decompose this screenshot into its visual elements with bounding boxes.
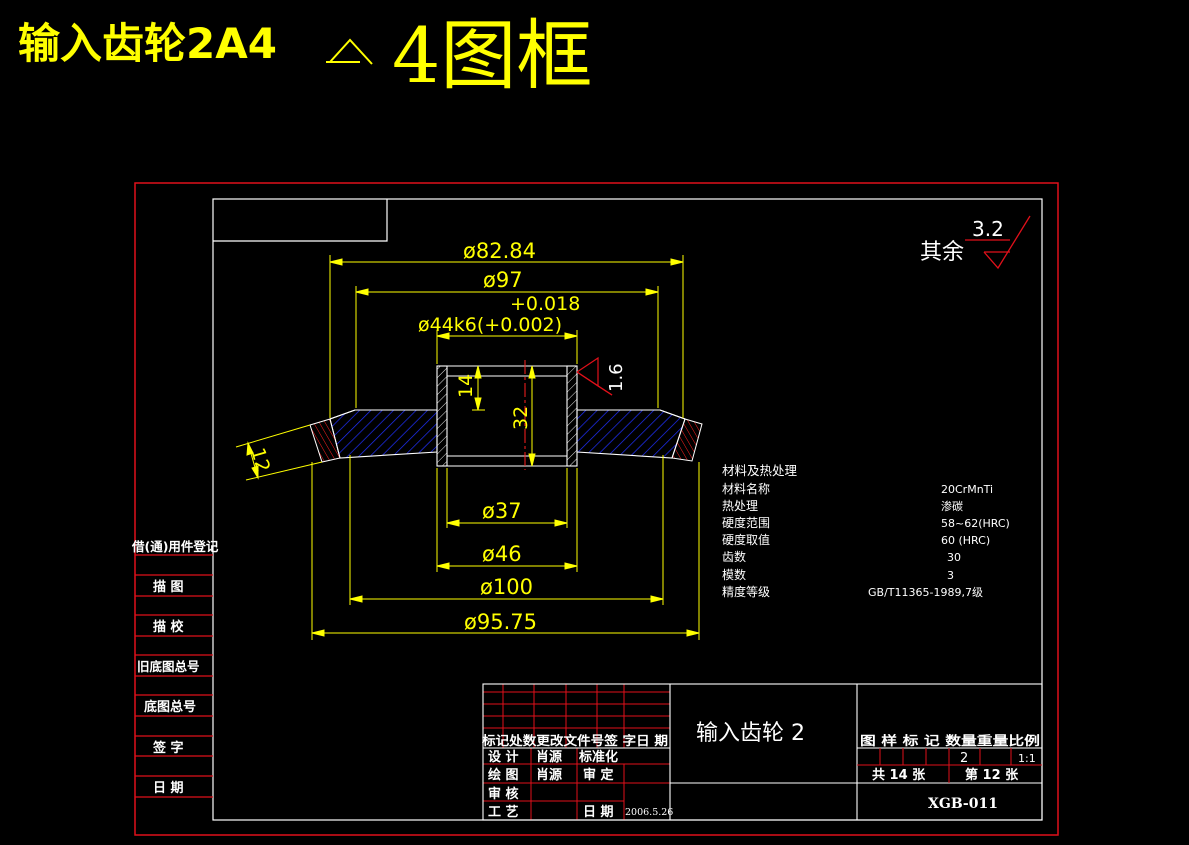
- side-item: 日 期: [153, 781, 184, 796]
- process-label: 工 艺: [488, 804, 519, 820]
- spec-value: 30: [947, 551, 961, 564]
- spec-table: 材料及热处理 材料名称 20CrMnTi 热处理 渗碳 硬度范围 58~62(H…: [722, 463, 1010, 599]
- spec-value: 3: [947, 569, 954, 582]
- dim-bore: ø44k6(+0.002): [418, 314, 562, 336]
- roughness-other-symbol: [965, 215, 1031, 270]
- roughness-other-value: 3.2: [972, 217, 1004, 241]
- dim-d37: ø37: [482, 499, 522, 523]
- spec-label: 齿数: [722, 549, 746, 564]
- spec-value: 20CrMnTi: [941, 483, 993, 496]
- gear-right-section: [576, 409, 686, 459]
- dim-d82: ø82.84: [463, 239, 536, 263]
- part-name: 输入齿轮 2: [696, 721, 805, 746]
- spec-value: GB/T11365-1989,7级: [868, 586, 983, 599]
- title-roughness-icon: [326, 38, 373, 65]
- dim-32: 32: [510, 406, 532, 430]
- drawing-title: 输入齿轮2A4: [18, 19, 277, 68]
- dim-d46: ø46: [482, 542, 522, 566]
- check-label: 审 核: [488, 786, 519, 802]
- spec-label: 硬度取值: [722, 532, 770, 547]
- sheet-number: 第 12 张: [965, 767, 1019, 783]
- side-column: 借(通)用件登记 描 图 描 校 旧底图总号 底图总号 签 字 日 期: [131, 539, 219, 798]
- code-box: [213, 199, 388, 242]
- dimension-lines: [235, 255, 700, 640]
- dim-d97: ø97: [483, 268, 523, 292]
- spec-label: 材料名称: [722, 481, 770, 496]
- spec-value: 60 (HRC): [941, 534, 990, 547]
- standard-label: 标准化: [578, 749, 618, 765]
- spec-label: 硬度范围: [722, 515, 770, 530]
- roughness-other-label: 其余: [920, 240, 964, 265]
- dim-14: 14: [455, 374, 477, 398]
- gear-left-tip: [309, 418, 341, 463]
- gear-left-section: [329, 409, 438, 459]
- dim-12: 12: [246, 445, 274, 474]
- outer-frame: [134, 182, 1059, 836]
- revision-header: 标记处数更改文件号签 字日 期: [481, 733, 668, 748]
- roughness-bore-value: 1.6: [606, 363, 627, 392]
- quantity-value: 2: [960, 751, 968, 766]
- side-header: 借(通)用件登记: [131, 539, 219, 554]
- side-item: 底图总号: [144, 699, 196, 715]
- scale-value: 1:1: [1018, 752, 1036, 765]
- side-item: 描 校: [153, 619, 185, 635]
- drawing-subtitle: 4图框: [392, 11, 592, 100]
- dim-tol-upper: +0.018: [510, 293, 580, 315]
- design-name: 肖源: [536, 749, 562, 765]
- spec-header: 材料及热处理: [722, 463, 798, 478]
- roughness-bore-symbol: [576, 356, 613, 396]
- design-label: 设 计: [488, 749, 519, 765]
- spec-label: 热处理: [722, 499, 758, 513]
- review-label: 审 定: [583, 767, 614, 783]
- spec-value: 渗碳: [941, 499, 963, 513]
- spec-label: 模数: [722, 567, 746, 582]
- props-header: 图 样 标 记 数量重量比例: [860, 733, 1040, 748]
- date-label: 日 期: [583, 805, 614, 820]
- draw-name: 肖源: [536, 767, 562, 783]
- title-block: 标记处数更改文件号签 字日 期 设 计 肖源 标准化 绘 图 肖源 审 定 审 …: [481, 683, 1043, 821]
- spec-label: 精度等级: [722, 584, 770, 599]
- spec-value: 58~62(HRC): [941, 517, 1010, 530]
- gear-right-tip: [671, 418, 703, 462]
- dim-d95: ø95.75: [464, 610, 537, 634]
- side-item: 旧底图总号: [137, 659, 200, 674]
- date-value: 2006.5.26: [625, 807, 673, 818]
- gear-outline: [329, 409, 686, 420]
- draw-label: 绘 图: [488, 767, 519, 783]
- drawing-number: XGB-011: [928, 796, 998, 812]
- side-item: 签 字: [152, 740, 184, 756]
- gear-hub: [436, 365, 578, 467]
- dim-d100: ø100: [480, 575, 533, 599]
- side-item: 描 图: [153, 579, 184, 595]
- total-sheets: 共 14 张: [872, 767, 926, 783]
- dimension-texts: ø82.84 ø97 +0.018 ø44k6(+0.002) 14 32 12…: [246, 239, 580, 634]
